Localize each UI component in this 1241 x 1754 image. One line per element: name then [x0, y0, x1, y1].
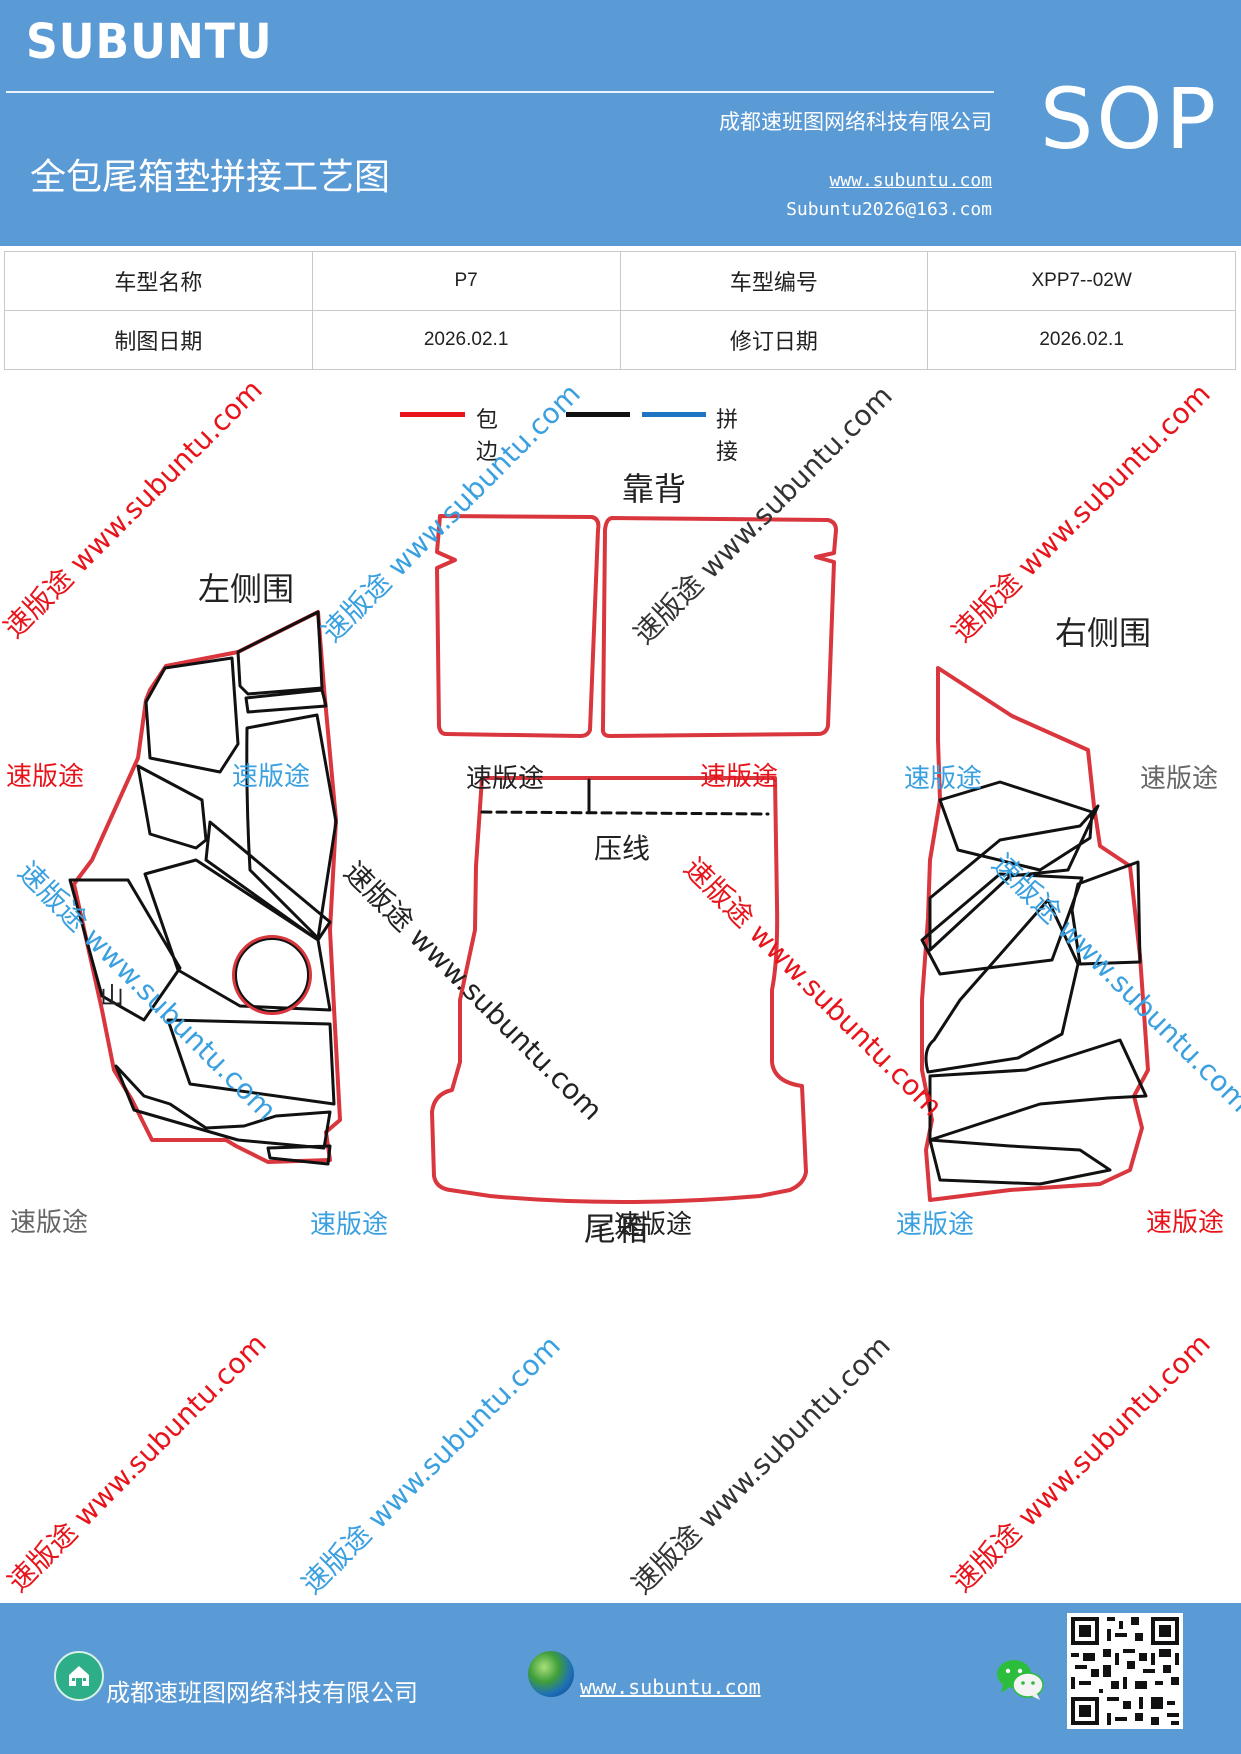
table-label: 制图日期: [4, 310, 313, 370]
watermark-brand: 速版途: [6, 762, 85, 792]
sop-badge: SOP: [1040, 70, 1220, 168]
right-side-panel: [920, 666, 1150, 1202]
watermark-brand: 速版途: [896, 1210, 975, 1240]
website-link[interactable]: www.subuntu.com: [829, 170, 992, 191]
table-row: 车型名称 P7 车型编号 XPP7--02W: [4, 251, 1236, 311]
press-line: [480, 810, 770, 816]
watermark-brand: 速版途: [614, 1210, 693, 1240]
legend-swatch-black: [566, 412, 630, 417]
label-press-line: 压线: [594, 832, 650, 865]
company-name: 成都速班图网络科技有限公司: [719, 110, 992, 134]
watermark-brand: 速版途: [310, 1210, 389, 1240]
qr-code: [1067, 1613, 1183, 1729]
legend-swatch-edge: [400, 412, 465, 417]
vehicle-info-table: 车型名称 P7 车型编号 XPP7--02W 制图日期 2026.02.1 修订…: [4, 251, 1236, 370]
label-right-side: 右侧围: [1055, 614, 1151, 652]
backrest-left-panel: [435, 514, 601, 738]
globe-icon: [528, 1651, 574, 1697]
right-side-outline: [920, 666, 1150, 1202]
logo: SUBUNTU: [26, 14, 273, 70]
header-banner: SUBUNTU 成都速班图网络科技有限公司 全包尾箱垫拼接工艺图 www.sub…: [0, 0, 1241, 246]
home-icon: [54, 1651, 104, 1701]
table-label: 车型编号: [619, 251, 929, 311]
table-label: 修订日期: [619, 310, 929, 370]
left-side-hole-seam: [235, 938, 309, 1012]
label-left-mark: 山: [100, 982, 124, 1010]
watermark-brand: 速版途: [466, 764, 545, 794]
left-side-hole: [232, 935, 312, 1015]
left-side-outline: [72, 610, 342, 1164]
header-divider: [6, 91, 994, 93]
legend-label-edge: 包边: [476, 408, 499, 465]
wechat-icon[interactable]: [995, 1657, 1045, 1701]
cutting-diagram: 靠背 左侧围 右侧围 压线 尾箱 山: [68, 470, 1151, 1248]
left-side-panel: [68, 610, 342, 1166]
footer-website-link[interactable]: www.subuntu.com: [580, 1675, 761, 1699]
backrest-right-panel: [600, 516, 838, 738]
label-trunk: 尾箱: [584, 1210, 648, 1248]
legend-swatch-seam: [642, 412, 706, 417]
watermark-brand: 速版途: [1140, 764, 1219, 794]
left-side-seams: [68, 610, 338, 1166]
watermark-brand: 速版途: [232, 762, 311, 792]
table-value: 2026.02.1: [927, 310, 1236, 370]
right-side-seams: [920, 780, 1148, 1186]
backrest-panels: [435, 514, 838, 738]
watermark-brand: 速版途: [700, 762, 779, 792]
label-left-side: 左侧围: [198, 570, 294, 608]
watermark-brand: 速版途: [904, 764, 983, 794]
footer-company: 成都速班图网络科技有限公司: [106, 1679, 418, 1707]
table-row: 制图日期 2026.02.1 修订日期 2026.02.1: [4, 310, 1236, 370]
table-label: 车型名称: [4, 251, 313, 311]
label-backrest: 靠背: [622, 470, 686, 508]
watermark-brand: 速版途: [1146, 1208, 1225, 1238]
footer-banner: 成都速班图网络科技有限公司 www.subuntu.com: [0, 1603, 1241, 1754]
table-value: P7: [311, 251, 621, 311]
trunk-floor-panel: [430, 776, 808, 1204]
table-value: 2026.02.1: [311, 310, 621, 370]
document-title: 全包尾箱垫拼接工艺图: [30, 157, 391, 198]
legend-label-seam: 拼接: [716, 408, 739, 465]
table-value: XPP7--02W: [927, 251, 1236, 311]
watermark-brand: 速版途: [10, 1208, 89, 1238]
email-address: Subuntu2026@163.com: [786, 199, 992, 220]
